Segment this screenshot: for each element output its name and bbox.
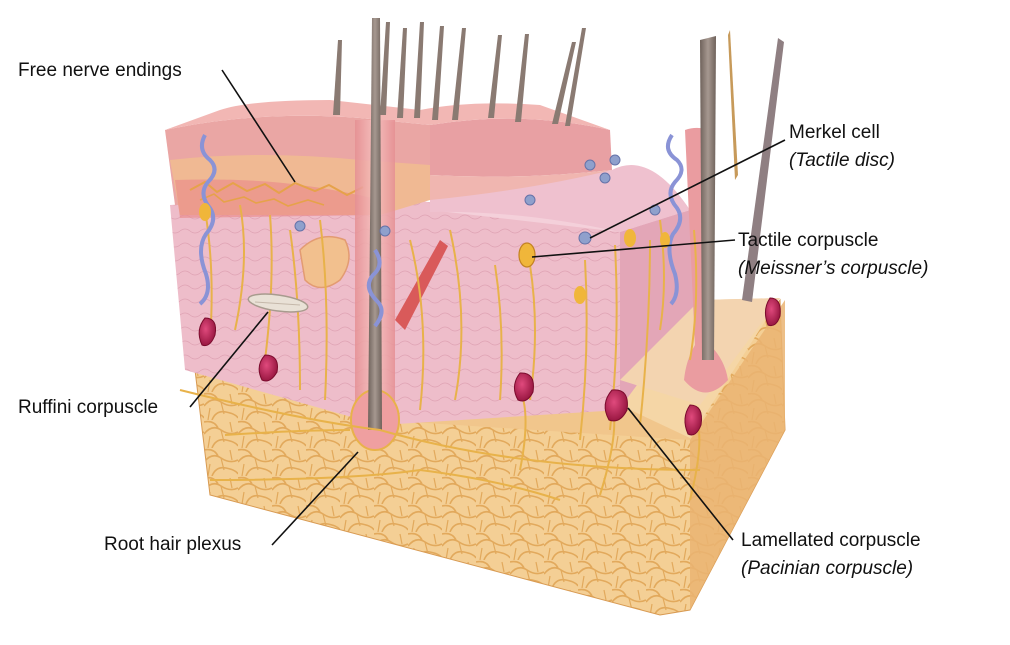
- label-root-hair-plexus: Root hair plexus: [104, 534, 241, 555]
- nerve-fibers: [179, 204, 701, 501]
- label-ruffini-corpuscle: Ruffini corpuscle: [18, 397, 158, 418]
- label-pacinian-corpuscle: (Pacinian corpuscle): [741, 558, 913, 579]
- leader-lines: [189, 69, 786, 546]
- leader-lamellated-corpuscle: [627, 407, 734, 541]
- label-lamellated-corpuscle: Lamellated corpuscle: [741, 530, 921, 551]
- hair-shafts: [333, 22, 586, 126]
- ruffini-corpuscle-shape: [247, 293, 309, 313]
- label-meissners-corpuscle: (Meissner’s corpuscle): [738, 258, 928, 279]
- meissner-corpuscle-shape: [199, 203, 670, 304]
- pacinian-corpuscles: [198, 297, 781, 436]
- label-merkel-cell: Merkel cell: [789, 122, 880, 143]
- hair-follicle-main: [350, 18, 400, 451]
- leader-tactile-corpuscle: [531, 239, 736, 258]
- leader-free-nerve-endings: [221, 69, 296, 183]
- leader-ruffini-corpuscle: [189, 311, 269, 408]
- label-tactile-corpuscle: Tactile corpuscle: [738, 230, 878, 251]
- label-tactile-disc: (Tactile disc): [789, 150, 895, 171]
- label-free-nerve-endings: Free nerve endings: [18, 60, 182, 81]
- leader-merkel-cell: [589, 139, 786, 239]
- leader-root-hair-plexus: [271, 451, 359, 546]
